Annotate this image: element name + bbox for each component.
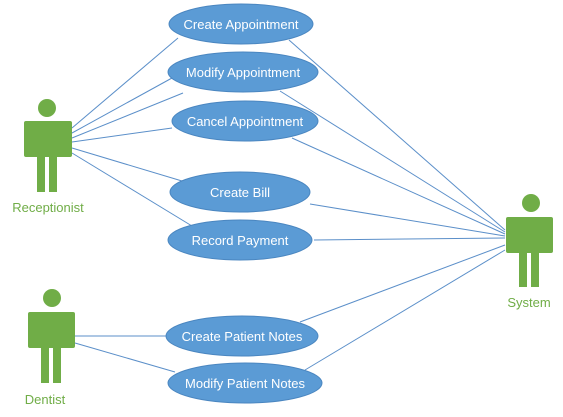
use-case-label: Cancel Appointment (187, 114, 304, 129)
actor-label: System (507, 295, 550, 310)
associations (71, 37, 506, 373)
assoc-system-cancel-appointment (291, 137, 506, 235)
assoc-receptionist-modify-appointment-1 (71, 77, 173, 134)
assoc-receptionist-cancel-appointment (71, 127, 173, 143)
use-case-create-bill: Create Bill (169, 171, 311, 213)
use-case-label: Record Payment (192, 233, 289, 248)
assoc-receptionist-record-payment (71, 152, 193, 227)
use-case-label: Modify Appointment (186, 65, 301, 80)
use-case-create-appointment: Create Appointment (168, 3, 314, 45)
assoc-system-create-patient-notes (299, 244, 506, 323)
assoc-system-create-bill (309, 203, 506, 237)
person-icon (506, 194, 553, 287)
assoc-dentist-modify-patient-notes (74, 342, 176, 373)
actor-system: System (506, 194, 553, 310)
use-case-label: Create Patient Notes (182, 329, 303, 344)
assoc-receptionist-create-bill (71, 147, 183, 182)
use-case-modify-patient-notes: Modify Patient Notes (167, 362, 323, 404)
person-icon (28, 289, 75, 383)
assoc-system-record-payment (313, 237, 506, 241)
actor-label: Receptionist (12, 200, 84, 215)
use-case-label: Create Bill (210, 185, 270, 200)
use-case-label: Modify Patient Notes (185, 376, 305, 391)
use-case-modify-appointment: Modify Appointment (167, 51, 319, 93)
actor-label: Dentist (25, 392, 66, 407)
assoc-receptionist-create-appointment (71, 37, 179, 129)
assoc-system-modify-patient-notes (304, 249, 506, 371)
actor-dentist: Dentist (25, 289, 75, 407)
use-cases: Create Appointment Modify Appointment Ca… (165, 3, 323, 404)
use-case-create-patient-notes: Create Patient Notes (165, 315, 319, 357)
use-case-label: Create Appointment (184, 17, 299, 32)
person-icon (24, 99, 72, 192)
assoc-system-modify-appointment (279, 90, 506, 233)
use-case-record-payment: Record Payment (167, 219, 313, 261)
assoc-receptionist-modify-appointment-2 (71, 92, 184, 139)
use-case-cancel-appointment: Cancel Appointment (171, 100, 319, 142)
actor-receptionist: Receptionist (12, 99, 84, 215)
assoc-system-create-appointment (288, 39, 506, 231)
